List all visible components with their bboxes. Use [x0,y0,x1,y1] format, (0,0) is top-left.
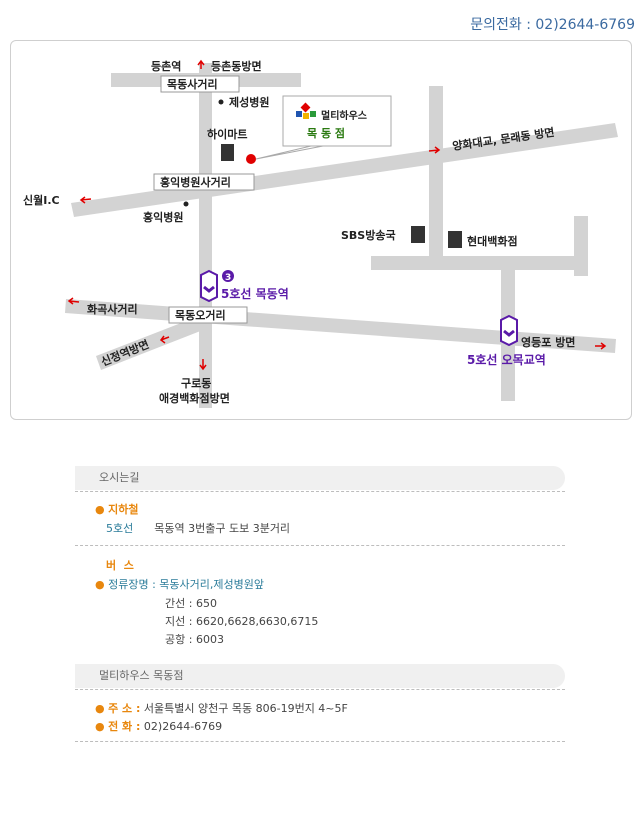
bus-stop-value: 목동사거리,제성병원앞 [159,578,264,591]
direction-arrows [67,59,607,371]
arrow-left-sinjeong-icon [159,335,170,344]
sbs-building-icon [411,226,425,243]
label-mokdong-sageori: 목동사거리 [167,77,218,91]
bus-title: 버 스 [106,559,134,572]
bus-route-row: 지선 : 6620,6628,6630,6715 [165,613,318,629]
arrow-up-icon [197,59,205,69]
road-vertical-left [199,63,212,408]
store-logo-icon-yellow [303,113,309,119]
phone-label: 전 화 : [108,720,141,733]
road-diagonal-main [71,123,618,217]
address-value: 서울특별시 양천구 목동 806-19번지 4~5F [143,702,348,715]
map-canvas: 멀티하우스 목 동 점 3 [23,59,618,408]
himart-building-icon [221,144,234,161]
divider [75,491,565,492]
divider [75,741,565,742]
label-sinwol: 신월I.C [23,193,60,207]
bus-stop-row: ● 정류장명 : 목동사거리,제성병원앞 [95,576,264,592]
contact-phone: 문의전화 : 02)2644-6769 [470,17,635,33]
store-callout: 멀티하우스 목 동 점 [255,95,392,160]
subway-detail: 목동역 3번출구 도보 3분거리 [154,522,291,535]
bus-route-sep: : [185,633,196,646]
directions-header: 오시는길 [75,466,565,490]
bus-stop-label: 정류장명 : [108,578,156,591]
subway-mokdong-icon: 3 [200,269,234,303]
label-hongik: 홍익병원 [143,210,183,224]
bus-route-numbers: 6003 [195,633,224,646]
address-label: 주 소 : [108,702,141,715]
phone-row: ● 전 화 : 02)2644-6769 [95,718,222,734]
arrow-down-icon [199,359,207,371]
bus-route-numbers: 650 [195,597,217,610]
hongik-sageori-box [153,173,255,191]
store-header: 멀티하우스 목동점 [75,664,565,688]
label-line5-mokdong: 5호선 목동역 [221,286,289,301]
label-yeongdeungpo: 영등포 방면 [521,335,575,349]
store-logo-icon-blue [296,111,302,117]
subway-line: 5호선 [106,522,134,535]
bus-title-row: 버 스 [106,557,134,573]
store-logo-icon-green [310,111,316,117]
exit-number-badge [222,270,234,282]
bus-route-type: 간선 [165,597,186,610]
bus-route-sep: : [185,615,196,628]
bus-route-row: 간선 : 650 [165,595,217,611]
subway-title-row: ● 지하철 [95,501,138,517]
label-mokdong-ogeori: 목동오거리 [175,308,226,322]
location-map: 멀티하우스 목 동 점 3 [10,40,632,420]
bullet-icon: ● [95,503,105,516]
subway-detail-row: 5호선 목동역 3번출구 도보 3분거리 [106,520,290,536]
store-location-marker [246,154,256,164]
jesung-dot-icon [218,99,224,105]
phone-value: 02)2644-6769 [143,720,223,733]
bullet-icon: ● [95,720,105,733]
bus-route-numbers: 6620,6628,6630,6715 [195,615,319,628]
store-callout-pointer [255,145,324,160]
road-horizontal-right [371,256,587,270]
arrow-left-icon [79,196,92,204]
bus-route-row: 공항 : 6003 [165,631,224,647]
address-row: ● 주 소 : 서울특별시 양천구 목동 806-19번지 4~5F [95,700,348,716]
label-sbs: SBS방송국 [341,228,396,242]
bus-route-type: 공항 [165,633,186,646]
bullet-icon: ● [95,578,105,591]
label-jesung: 제성병원 [229,95,269,109]
store-branch: 목 동 점 [307,126,345,140]
hyundai-building-icon [448,231,462,248]
store-title: 멀티하우스 목동점 [99,669,184,682]
arrow-right-yeongdeungpo-icon [595,342,607,350]
divider [75,689,565,690]
bullet-icon: ● [95,702,105,715]
arrow-right-icon [428,146,441,154]
bus-route-type: 지선 [165,615,186,628]
store-brand: 멀티하우스 [321,109,367,122]
road-sinjeong [96,316,203,370]
subway-omokgyo-icon [500,314,518,347]
label-hongik-sageori: 홍익병원사거리 [160,175,231,189]
subway-title: 지하철 [108,503,139,516]
mokdong-sageori-box [160,75,240,93]
label-line5-omokgyo: 5호선 오목교역 [467,352,546,367]
divider [75,545,565,546]
label-hwagok: 화곡사거리 [87,302,138,316]
label-aekyung: 애경백화점방면 [159,391,230,405]
road-vertical-mid [429,86,443,266]
label-guro: 구로동 [181,377,211,390]
arrow-left-hwagok-icon [67,297,80,305]
label-hyundai: 현대백화점 [467,234,518,248]
directions-title: 오시는길 [99,471,140,484]
label-deungchon-dir: 등촌동방면 [211,59,262,73]
exit-number: 3 [225,273,231,283]
store-callout-box [282,95,392,147]
bus-route-sep: : [185,597,196,610]
mokdong-ogeori-box [168,306,248,324]
hongik-dot-icon [183,201,189,207]
label-deungchon: 등촌역 [151,59,181,73]
label-sinjeong: 신정역방면 [99,337,151,369]
label-himart: 하이마트 [207,127,247,141]
